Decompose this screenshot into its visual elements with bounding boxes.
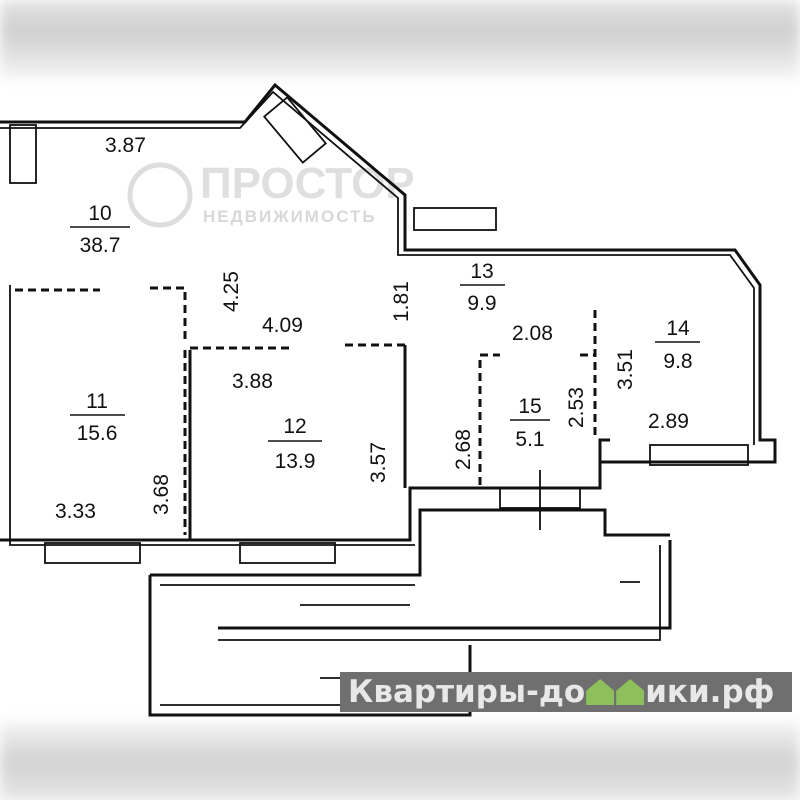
room-number: 15 — [518, 395, 541, 418]
dim-3-88: 3.88 — [232, 370, 273, 393]
room-number: 11 — [86, 390, 108, 413]
room-number: 13 — [470, 260, 493, 283]
room-area: 13.9 — [275, 450, 316, 473]
room-number: 10 — [88, 202, 111, 225]
blurred-bottom-band — [0, 722, 800, 800]
site-logo: Квартиры-до ики.рф — [340, 672, 792, 712]
dimensions: 3.87 4.25 1.81 4.09 3.88 2.08 3.51 3.68 … — [55, 134, 689, 523]
watermark-logo-icon — [127, 162, 193, 228]
site-logo-part1: Квартиры-до — [348, 674, 586, 710]
site-logo-part2: ики.рф — [645, 674, 775, 710]
dim-3-68: 3.68 — [150, 474, 173, 515]
dim-1-81: 1.81 — [390, 281, 413, 322]
walls — [0, 82, 777, 717]
partitions — [15, 286, 597, 535]
room-14: 149.8 — [655, 317, 700, 373]
dim-3-57: 3.57 — [367, 442, 390, 483]
room-area: 38.7 — [80, 234, 121, 257]
dim-2-89: 2.89 — [648, 410, 689, 433]
dim-4-09: 4.09 — [262, 314, 303, 337]
room-12: 12 13.9 — [268, 415, 322, 473]
dim-2-68: 2.68 — [452, 429, 475, 470]
blurred-top-band — [0, 0, 800, 78]
room-11: 11 15.6 — [70, 390, 125, 445]
room-10: 10 38.7 — [70, 202, 130, 257]
dim-3-33: 3.33 — [55, 500, 96, 523]
watermark-brand: ПРОСТОР — [200, 159, 415, 208]
watermark-subtitle: НЕДВИЖИМОСТЬ — [203, 207, 377, 226]
dim-3-87: 3.87 — [105, 134, 146, 157]
room-13: 139.9 — [460, 260, 505, 315]
room-number: 12 — [283, 415, 306, 438]
room-area: 9.9 — [467, 292, 496, 315]
dim-2-53: 2.53 — [565, 387, 588, 428]
dim-2-08: 2.08 — [512, 322, 553, 345]
house-icon — [616, 679, 645, 705]
room-area: 9.8 — [663, 350, 692, 373]
dim-3-51: 3.51 — [614, 349, 637, 390]
house-icon — [586, 679, 615, 705]
room-area: 15.6 — [77, 422, 118, 445]
watermark: ПРОСТОР НЕДВИЖИМОСТЬ — [127, 159, 415, 228]
room-area: 5.1 — [515, 428, 544, 451]
room-15: 155.1 — [510, 395, 550, 451]
dim-4-25: 4.25 — [220, 271, 243, 312]
room-number: 14 — [666, 317, 690, 340]
